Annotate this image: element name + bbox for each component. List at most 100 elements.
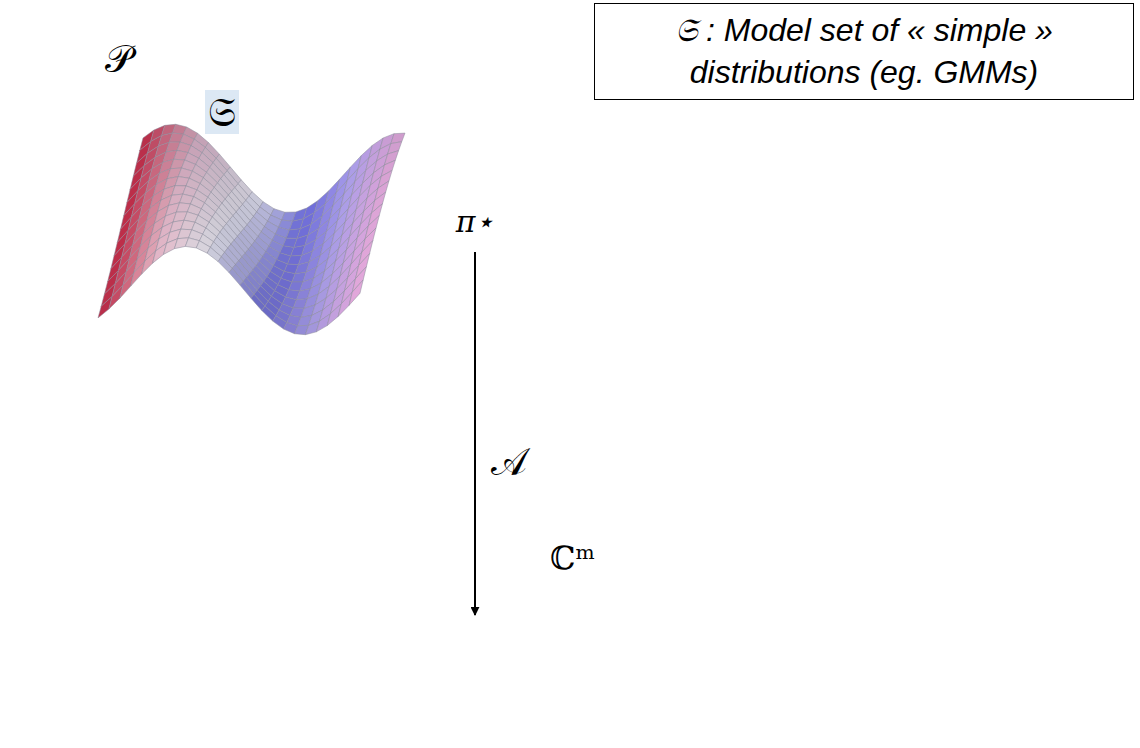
surface-facet [250,216,264,231]
distribution-symbol: π⋆ [456,207,495,237]
surface-facet [253,212,267,227]
surface-facet [220,228,234,244]
surface-facet [186,178,200,190]
surface-facet [312,298,326,315]
surface-facet [153,179,167,196]
surface-facet [185,153,199,165]
surface-facet [290,308,304,317]
surface-facet [169,194,183,205]
surface-facet [148,227,162,248]
surface-facet [314,259,328,278]
model-set-symbol: 𝔖 [205,90,239,134]
surface-facet [257,207,271,221]
surface-facet [167,168,181,179]
surface-facet [278,220,292,230]
surface-facet [159,222,173,239]
surface-facet [155,142,169,157]
surface-facet [187,204,201,215]
surface-facet [139,196,153,218]
surface-facet [197,184,211,198]
surface-facet [194,133,208,147]
surface-facet [173,124,187,134]
surface-facet [164,177,178,190]
surface-facet [212,212,226,228]
surface-facet [248,245,262,261]
surface-facet [380,134,394,149]
surface-facet [109,285,123,309]
surface-facet [289,282,303,291]
surface-facet [128,206,142,231]
surface-facet [231,240,245,257]
ellipse-outline [13,53,640,393]
surface-facet [366,149,380,170]
surface-facet [108,257,122,281]
surface-facet [145,239,159,261]
surface-facet [286,290,300,300]
surface-facet [247,221,261,237]
surface-facet [230,216,244,233]
surface-facet [176,203,190,212]
surface-facet [345,196,359,221]
surface-facet [183,186,197,197]
surface-facet [281,271,295,282]
surface-facet [275,285,289,297]
surface-facet [205,143,219,159]
surface-facet [347,224,361,249]
surface-facet [210,163,224,179]
surface-facet [309,310,323,325]
surface-facet [369,138,383,158]
surface-facet [180,134,194,145]
surface-facet [327,207,341,231]
definition-box: 𝔖 : Model set of « simple » distribution… [594,3,1134,100]
surface-facet [218,257,232,273]
surface-facet [209,217,223,232]
surface-facet [181,220,195,230]
surface-facet [347,156,361,181]
surface-facet [314,191,328,213]
surface-facet [235,184,249,201]
surface-facet [272,234,286,246]
surface-facet [126,246,140,271]
surface-facet [120,273,134,298]
surface-facet [381,160,395,176]
surface-facet [190,197,204,209]
surface-facet [254,290,268,306]
surface-facet [303,267,317,282]
surface-facet [133,221,147,245]
surface-facet [170,220,184,232]
surface-facet [325,179,339,203]
surface-facet [153,243,167,263]
surface-facet [133,153,147,176]
surface-facet [365,216,379,239]
surface-facet [239,257,253,274]
surface-facet [175,177,189,186]
surface-facet [196,158,210,172]
surface-facet [158,195,172,211]
surface-facet [158,133,172,146]
surface-facet [367,176,381,198]
surface-facet [144,212,158,234]
surface-facet [255,237,269,252]
surface-facet [311,271,325,289]
surface-facet [203,172,217,187]
surface-facet [256,261,270,276]
surface-facet [329,263,343,286]
plane-outline [30,615,580,742]
surface-facet [229,268,243,285]
surface-facet [243,200,257,216]
surface-facet [326,276,340,298]
surface-facet [282,297,296,308]
surface-facet [302,240,316,256]
surface-facet [144,146,158,165]
surface-facet [337,264,351,289]
measurement-space-plane: ℂᵐ [30,615,580,742]
surface-facet [374,154,388,173]
surface-facet [239,204,253,220]
surface-facet [309,244,323,262]
surface-facet [352,267,366,292]
surface-facet [216,207,230,223]
surface-facet [147,135,161,153]
surface-facet [137,141,151,163]
surface-facet [377,144,391,161]
